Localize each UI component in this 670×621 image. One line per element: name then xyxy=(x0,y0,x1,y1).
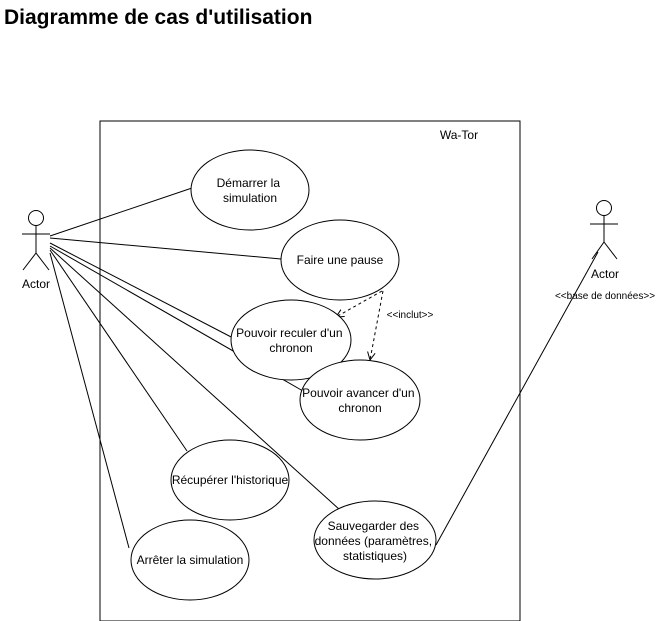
association-back[interactable] xyxy=(49,242,236,340)
include-label: <<inclut>> xyxy=(387,310,434,321)
use-case-save-line1: Sauvegarder des xyxy=(328,519,419,533)
system-name: Wa-Tor xyxy=(440,128,478,142)
user-actor-icon xyxy=(22,210,50,271)
use-case-forward[interactable]: Pouvoir avancer d'un chronon xyxy=(299,359,421,441)
use-case-pause[interactable]: Faire une pause xyxy=(280,219,400,301)
use-case-start-line1: Démarrer la xyxy=(217,176,281,190)
database-actor-label: Actor xyxy=(591,267,619,281)
svg-text:Pouvoir avancer d'un chr: Pouvoir avancer d'un chronon xyxy=(302,386,418,415)
use-case-pause-line1: Faire une pause xyxy=(297,253,384,267)
database-actor-stereotype: <<base de données>> xyxy=(555,291,655,302)
user-actor-label: Actor xyxy=(22,277,50,291)
svg-text:Arrêter la simulation: Arrêter la simulation xyxy=(137,553,244,567)
database-actor-icon xyxy=(590,200,618,260)
use-case-start[interactable]: Démarrer la simulation xyxy=(190,149,310,231)
association-save[interactable] xyxy=(49,247,341,511)
include-arrow-back[interactable] xyxy=(336,290,383,317)
svg-text:Récupérer l'historique: Récupérer l'historique xyxy=(172,473,289,487)
association-pause[interactable] xyxy=(49,237,282,260)
svg-text:Pouvoir reculer d'un chr: Pouvoir reculer d'un chronon xyxy=(236,326,346,355)
use-case-save-line3: statistiques) xyxy=(343,549,407,563)
database-actor[interactable]: Actor <<base de données>> xyxy=(555,200,655,303)
use-case-stop-line1: Arrêter la simulation xyxy=(137,553,244,567)
user-actor[interactable]: Actor xyxy=(22,210,50,292)
svg-text:Démarrer la simulation: Démarrer la simulation xyxy=(217,176,284,205)
use-case-stop[interactable]: Arrêter la simulation xyxy=(130,519,250,601)
use-case-back-line1: Pouvoir reculer d'un xyxy=(236,326,342,340)
use-case-history[interactable]: Récupérer l'historique xyxy=(170,439,290,521)
svg-text:Faire une pause: Faire une pause xyxy=(297,253,384,267)
use-case-back[interactable]: Pouvoir reculer d'un chronon xyxy=(230,299,352,381)
use-case-back-line2: chronon xyxy=(269,341,312,355)
use-case-save[interactable]: Sauvegarder des données (paramètres, sta… xyxy=(313,500,437,580)
use-case-history-line1: Récupérer l'historique xyxy=(172,473,289,487)
association-stop[interactable] xyxy=(49,252,130,549)
use-case-start-line2: simulation xyxy=(223,191,277,205)
association-database-save[interactable] xyxy=(435,251,599,546)
use-case-forward-line2: chronon xyxy=(338,401,381,415)
svg-text:Sauvegarder des données: Sauvegarder des données (paramètres, sta… xyxy=(315,519,436,563)
page-title: Diagramme de cas d'utilisation xyxy=(4,6,313,29)
association-history[interactable] xyxy=(49,249,188,452)
use-case-forward-line1: Pouvoir avancer d'un xyxy=(302,386,414,400)
include-relations xyxy=(336,290,384,360)
use-case-save-line2: données (paramètres, xyxy=(315,534,432,548)
association-start[interactable] xyxy=(49,187,193,237)
